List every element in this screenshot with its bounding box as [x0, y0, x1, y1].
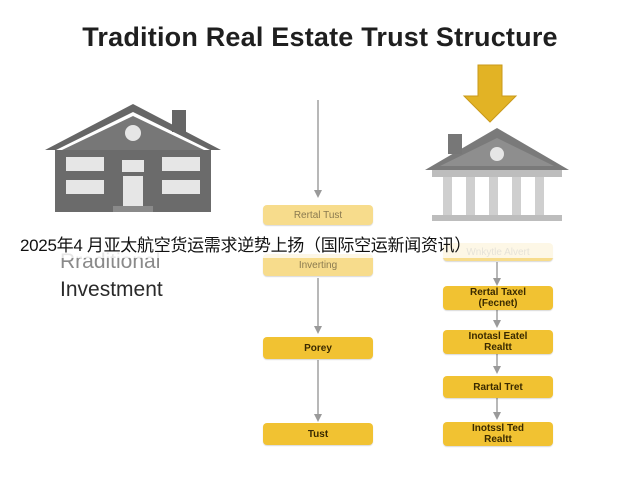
center-box-1: Rertal Tust	[263, 205, 373, 225]
right-connector	[493, 262, 501, 420]
left-label-main: Investment	[60, 278, 163, 301]
right-box-3: Inotasl Eatel Realtt	[443, 330, 553, 354]
center-connector	[314, 100, 322, 422]
right-box-2: Rertal Taxel (Fecnet)	[443, 286, 553, 310]
bank-building-icon	[425, 128, 569, 221]
diagram-title: Tradition Real Estate Trust Structure	[82, 22, 558, 52]
center-box-2: Inverting	[263, 254, 373, 276]
house-icon	[45, 104, 221, 212]
right-box-4: Rartal Tret	[443, 376, 553, 398]
overlay-caption: 2025年4 月亚太航空货运需求逆势上扬（国际空运新闻资讯）	[0, 229, 640, 258]
down-arrow-icon	[462, 64, 518, 123]
center-box-4: Tust	[263, 423, 373, 445]
center-box-3: Porey	[263, 337, 373, 359]
right-box-5: Inotssl Ted Realtt	[443, 422, 553, 446]
